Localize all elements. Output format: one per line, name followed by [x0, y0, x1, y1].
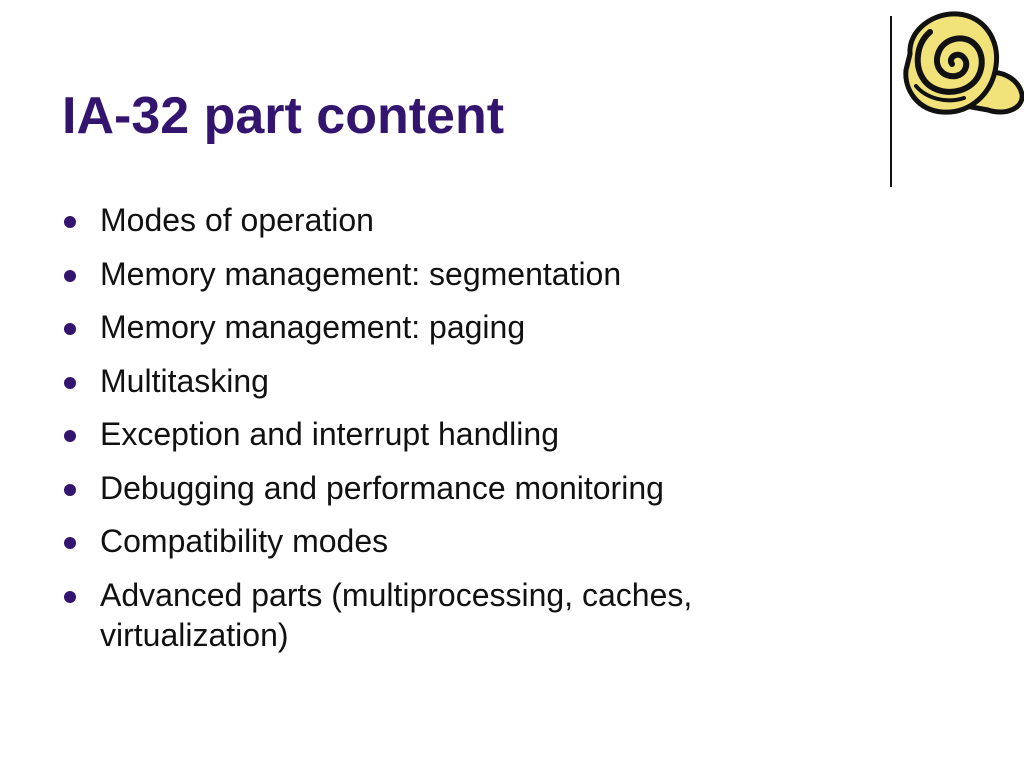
list-item: Advanced parts (multiprocessing, caches,…	[62, 575, 822, 655]
vertical-divider	[890, 16, 892, 187]
shell-ridge	[914, 84, 966, 103]
list-item-text: Multitasking	[100, 362, 269, 399]
list-item: Multitasking	[62, 361, 822, 401]
bullet-dot	[64, 323, 76, 335]
list-item: Exception and interrupt handling	[62, 414, 822, 454]
bullet-dot	[64, 216, 76, 228]
list-item-text: Memory management: paging	[100, 309, 526, 345]
bullet-list: Modes of operation Memory management: se…	[62, 200, 822, 668]
slide-title: IA-32 part content	[62, 87, 505, 145]
snail-shell-icon	[903, 11, 1024, 115]
list-item-text: Debugging and performance monitoring	[100, 469, 664, 506]
shell-spiral	[914, 29, 985, 95]
bullet-dot	[64, 590, 76, 603]
list-item: Modes of operation	[62, 200, 822, 240]
list-item: Memory management: segmentation	[62, 254, 822, 294]
bullet-dot	[64, 483, 76, 496]
list-item-text: Advanced parts (multiprocessing, caches,…	[100, 576, 693, 653]
list-item: Debugging and performance monitoring	[62, 468, 822, 508]
bullet-dot	[64, 376, 76, 389]
list-item-text: Exception and interrupt handling	[100, 416, 559, 452]
bullet-dot	[64, 269, 76, 282]
list-item-text: Memory management: segmentation	[100, 255, 622, 292]
list-item-text: Compatibility modes	[100, 523, 389, 559]
bullet-dot	[64, 430, 76, 442]
list-item: Memory management: paging	[62, 307, 822, 347]
bullet-dot	[64, 537, 76, 549]
list-item: Compatibility modes	[62, 521, 822, 561]
list-item-text: Modes of operation	[100, 202, 374, 238]
